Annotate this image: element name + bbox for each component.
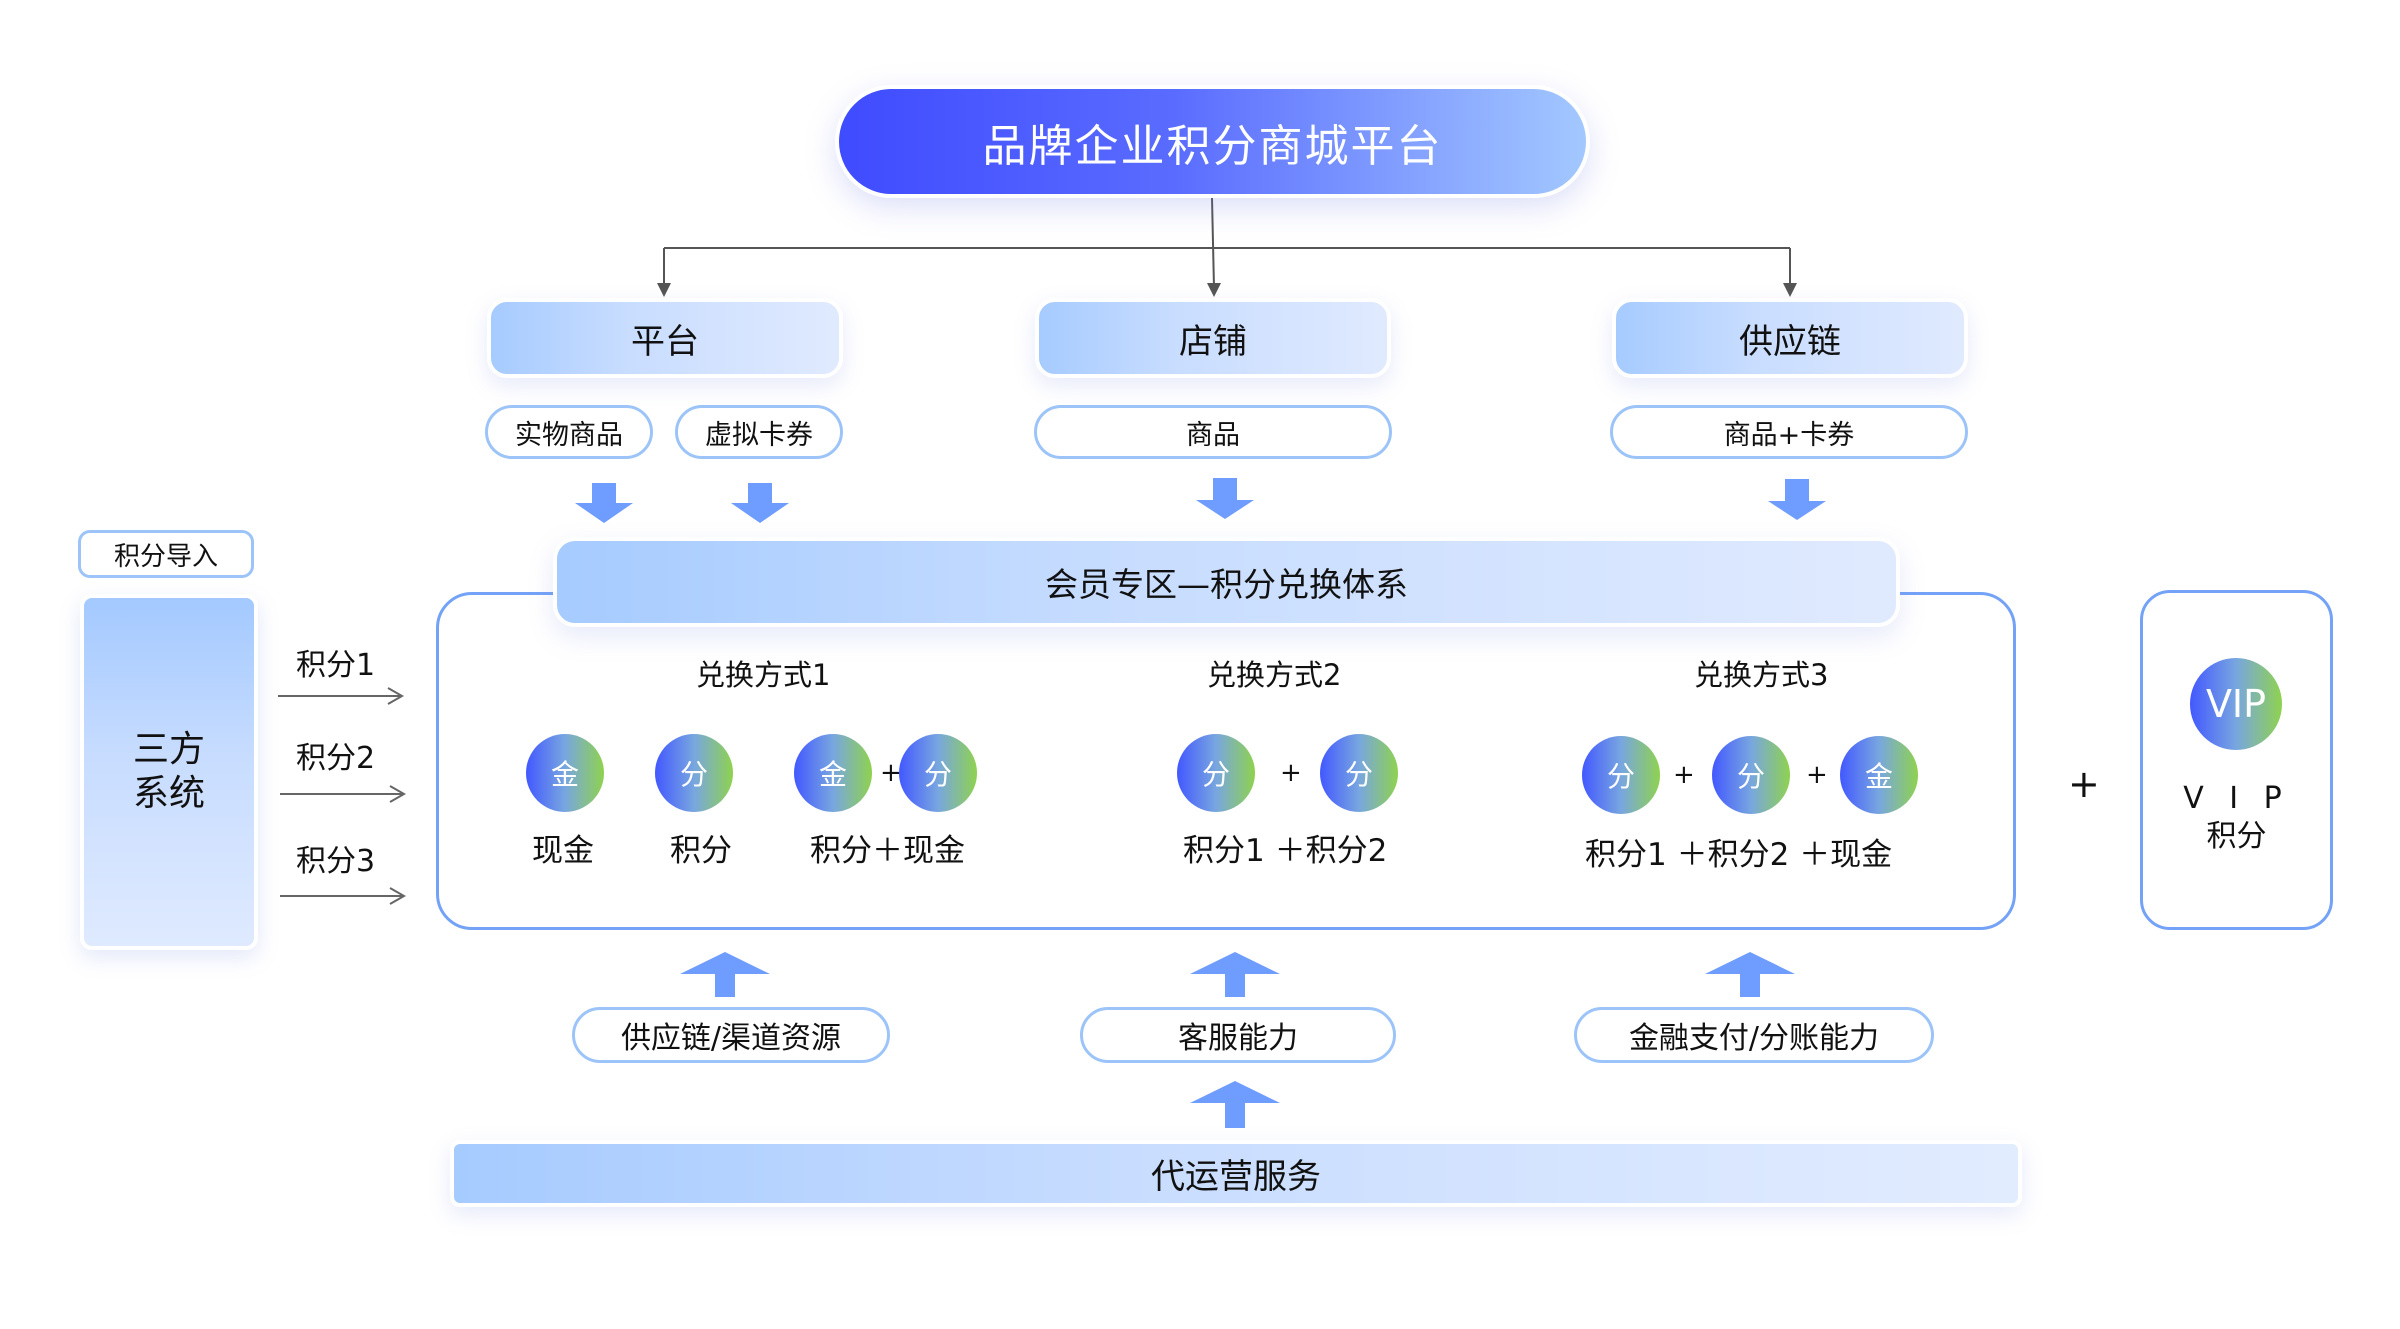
- down-arrow-3: [1196, 478, 1254, 519]
- arrowhead-platform: [657, 283, 671, 297]
- caption-points: 积分: [670, 833, 732, 869]
- down-arrow-1: [575, 483, 633, 523]
- cash-coin-icon: 金: [526, 734, 604, 812]
- third-party-line2: 系统: [132, 773, 205, 814]
- third-party-system: 三方 系统: [80, 594, 258, 950]
- arrowhead-store: [1207, 283, 1221, 297]
- cash-coin-icon: 金: [794, 734, 872, 812]
- platform-title: 品牌企业积分商城平台: [835, 85, 1590, 198]
- method-1-title: 兑换方式1: [696, 658, 831, 692]
- vip-card: [2140, 590, 2333, 930]
- cash-coin-icon: 金: [1840, 736, 1918, 814]
- points-coin-icon: 分: [1712, 736, 1790, 814]
- arrowhead-supply: [1783, 283, 1797, 297]
- points-coin-icon: 分: [1320, 734, 1398, 812]
- vip-text-line1: V I P: [2183, 781, 2290, 816]
- points-import-label: 积分导入: [78, 530, 254, 578]
- points-2-label: 积分2: [296, 741, 376, 776]
- item-goods: 商品: [1034, 405, 1392, 459]
- up-arrow-1: [680, 952, 770, 997]
- method-2-title: 兑换方式2: [1207, 658, 1342, 692]
- caption-method-3: 积分1 ＋积分2 ＋现金: [1585, 837, 1893, 873]
- item-physical-goods: 实物商品: [485, 405, 653, 459]
- plus-sign: +: [1280, 758, 1302, 788]
- method-3-title: 兑换方式3: [1694, 658, 1829, 692]
- caption-method-2: 积分1 ＋积分2: [1183, 833, 1388, 869]
- plus-sign: +: [1806, 760, 1828, 790]
- points-3-label: 积分3: [296, 844, 376, 879]
- down-arrow-4: [1768, 479, 1826, 520]
- vip-badge-icon: VIP: [2190, 658, 2282, 750]
- item-goods-coupons: 商品+卡券: [1610, 405, 1968, 459]
- operation-service-bar: 代运营服务: [450, 1140, 2022, 1207]
- item-virtual-coupons: 虚拟卡券: [675, 405, 843, 459]
- plus-sign-vip: +: [2068, 762, 2100, 806]
- vip-text-line2: 积分: [2206, 819, 2267, 854]
- capability-finance-payment: 金融支付/分账能力: [1574, 1007, 1934, 1063]
- third-party-line1: 三方: [132, 729, 205, 770]
- category-platform: 平台: [487, 298, 843, 378]
- points-1-label: 积分1: [296, 648, 376, 683]
- down-arrow-2: [731, 483, 789, 523]
- up-arrow-2: [1190, 952, 1280, 997]
- points-coin-icon: 分: [1582, 736, 1660, 814]
- plus-sign: +: [1673, 760, 1695, 790]
- points-coin-icon: 分: [1177, 734, 1255, 812]
- up-arrow-4: [1190, 1081, 1280, 1128]
- category-supply-chain: 供应链: [1612, 298, 1968, 378]
- category-store: 店铺: [1035, 298, 1391, 378]
- points-coin-icon: 分: [655, 734, 733, 812]
- vip-points-label: V I P 积分: [2140, 780, 2333, 856]
- capability-customer-service: 客服能力: [1080, 1007, 1396, 1063]
- caption-points-cash: 积分＋现金: [810, 833, 965, 869]
- points-coin-icon: 分: [899, 734, 977, 812]
- up-arrow-3: [1705, 952, 1795, 997]
- plus-sign: +: [880, 758, 902, 788]
- capability-supply-channel: 供应链/渠道资源: [572, 1007, 890, 1063]
- member-zone-bar: 会员专区—积分兑换体系: [553, 537, 1900, 627]
- caption-cash: 现金: [532, 833, 594, 869]
